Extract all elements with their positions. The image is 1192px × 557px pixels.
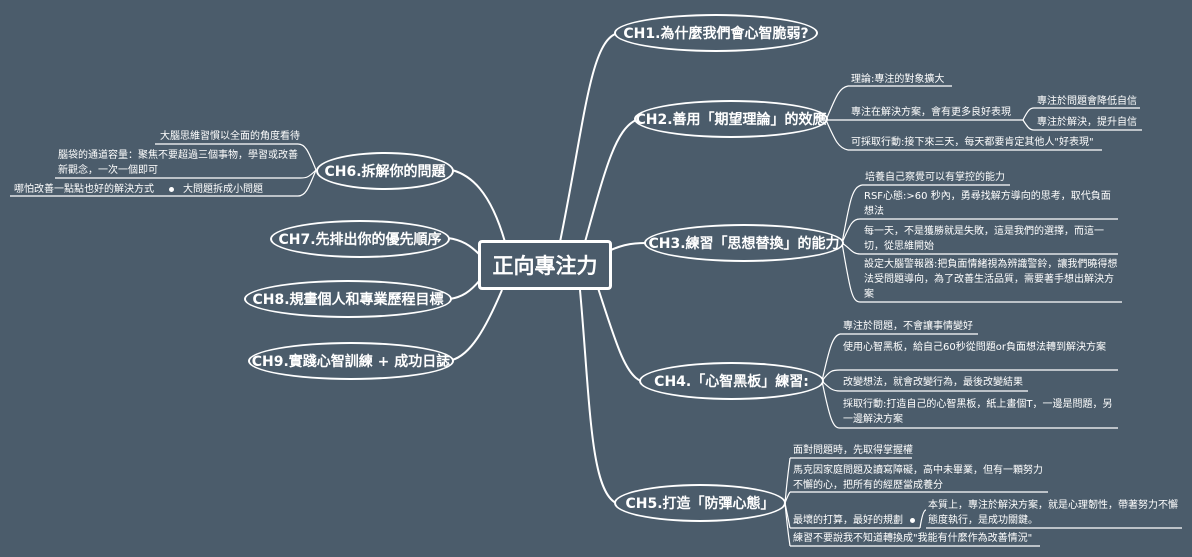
ch6-item: 大腦思維習慣以全面的角度看待 (160, 131, 300, 142)
ch3-item: 每一天，不是獲勝就是失敗，這是我們的選擇，而這一切，從思維開始 (864, 226, 1104, 252)
ch2-subitem: 專注於解決，提升自信 (1037, 117, 1137, 128)
chapter-node-ch6[interactable]: CH6.拆解你的問題 (316, 152, 454, 190)
ch2-item: 理論:專注的對象擴大 (851, 74, 945, 85)
ch3-item: 培養自己察覺可以有掌控的能力 (865, 172, 1005, 183)
chapter-node-ch3[interactable]: CH3.練習「思想替換」的能力 (644, 224, 844, 262)
ch5-subitem: 本質上，專注於解決方案，就是心理韌性，帶著努力不懈態度執行，是成功關鍵。 (928, 500, 1178, 526)
ch4-item: 專注於問題，不會讓事情變好 (843, 321, 973, 332)
bullet-dot-icon (169, 187, 174, 192)
chapter-node-ch5[interactable]: CH5.打造「防彈心態」 (614, 484, 786, 522)
ch6-subitem: 哪怕改善一點點也好的解決方式 (14, 184, 154, 195)
ch4-item: 改變想法，就會改變行為，最後改變結果 (843, 377, 1023, 388)
chapter-node-ch8[interactable]: CH8.規畫個人和專業歷程目標 (244, 280, 452, 318)
ch4-item: 使用心智黑板，給自己60秒從問題or負面想法轉到解決方案 (843, 342, 1106, 353)
chapter-node-ch2[interactable]: CH2.善用「期望理論」的效應 (634, 100, 828, 138)
chapter-node-ch7[interactable]: CH7.先排出你的優先順序 (270, 220, 450, 258)
bullet-dot-icon (910, 518, 915, 523)
ch5-item: 最壞的打算，最好的規劃 (793, 515, 903, 526)
chapter-node-ch4[interactable]: CH4.「心智黑板」練習: (639, 362, 824, 400)
ch5-item: 面對問題時，先取得掌握權 (793, 445, 913, 456)
ch6-item: 大問題拆成小問題 (183, 184, 263, 195)
ch2-item: 專注在解決方案，會有更多良好表現 (851, 107, 1011, 118)
chapter-node-ch1[interactable]: CH1.為什麼我們會心智脆弱? (614, 14, 818, 52)
central-topic[interactable]: 正向專注力 (478, 240, 612, 290)
ch4-item: 採取行動:打造自己的心智黑板，紙上畫個T，一邊是問題，另一邊解決方案 (843, 399, 1113, 425)
ch3-item: 設定大腦警報器:把負面情緒視為辨識警鈴，讓我們曉得想法受問題導向，為了改善生活品… (864, 259, 1118, 300)
ch5-item: 練習不要說我不知道轉換成"我能有什麼作為改善情況" (793, 533, 1033, 544)
chapter-node-ch9[interactable]: CH9.實踐心智訓練 + 成功日誌 (248, 342, 454, 380)
ch6-item: 腦袋的通道容量：聚焦不要超過三個事物，學習或改善新觀念，一次一個即可 (58, 150, 298, 176)
ch2-item: 可採取行動:接下來三天，每天都要肯定其他人"好表現" (851, 137, 1094, 148)
ch2-subitem: 專注於問題會降低自信 (1037, 96, 1137, 107)
ch3-item: RSF心態:>60 秒內，勇尋找解方導向的思考，取代負面想法 (864, 191, 1111, 217)
ch5-item: 馬克因家庭問題及讀寫障礙，高中未畢業，但有一顆努力不懈的心，把所有的經歷當成養分 (793, 465, 1043, 491)
